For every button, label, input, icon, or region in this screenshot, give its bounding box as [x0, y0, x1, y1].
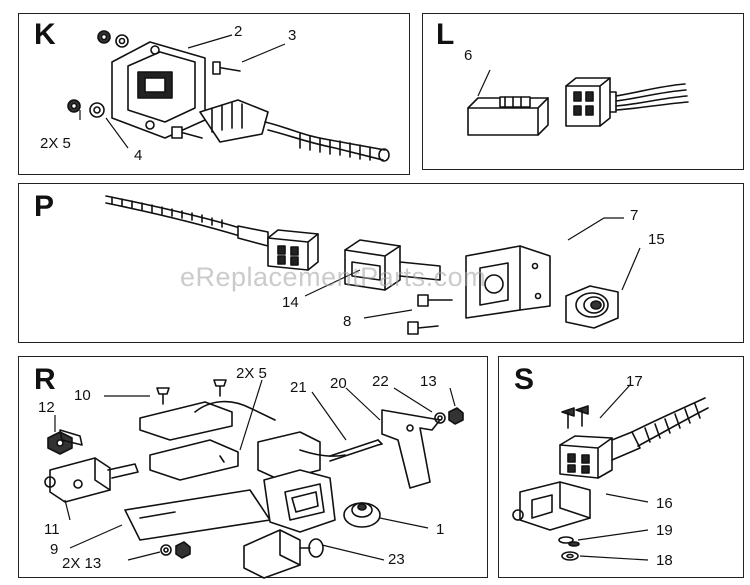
- panel-k-label: K: [34, 18, 56, 51]
- s-screw-pair-17: [561, 405, 589, 429]
- callout-k-2: 2: [234, 23, 243, 40]
- p-connector-male: [267, 229, 319, 271]
- callout-r-2x5: 2X 5: [236, 365, 267, 382]
- callout-s-17: 17: [626, 373, 643, 390]
- callout-k-4: 4: [134, 147, 143, 164]
- k-bolts: [171, 61, 241, 139]
- r-screws-10: [156, 379, 227, 405]
- callout-p-14: 14: [282, 294, 299, 311]
- l-connector-female: [467, 96, 549, 136]
- callout-r-13: 13: [420, 373, 437, 390]
- panel-s: [498, 356, 744, 578]
- callout-r-1: 1: [436, 521, 445, 538]
- k-connector-cable: [199, 99, 390, 162]
- callout-r-23: 23: [388, 551, 405, 568]
- s-holder-16: [512, 481, 591, 531]
- callout-p-8: 8: [343, 313, 352, 330]
- callout-s-16: 16: [656, 495, 673, 512]
- p-grommet-15: [565, 285, 619, 329]
- r-plate-9: [124, 489, 271, 541]
- s-washers-18-19: [558, 536, 580, 561]
- r-switch-23: [243, 529, 324, 579]
- callout-r-9: 9: [50, 541, 59, 558]
- r-nuts-13-22: [434, 407, 464, 425]
- callout-s-18: 18: [656, 552, 673, 569]
- k-fuel-valve-body: [111, 41, 206, 139]
- r-lever-20: [381, 409, 441, 489]
- callout-r-22: 22: [372, 373, 389, 390]
- callout-k-3: 3: [288, 27, 297, 44]
- panel-l-label: L: [436, 18, 455, 51]
- p-connector-female-14: [344, 239, 441, 291]
- callout-k-2x5: 2X 5: [40, 135, 71, 152]
- callout-r-10: 10: [74, 387, 91, 404]
- p-cable: [105, 195, 269, 247]
- panel-s-label: S: [514, 363, 535, 396]
- callout-r-11: 11: [44, 521, 60, 538]
- s-connector-cable: [559, 397, 709, 479]
- callout-s-19: 19: [656, 522, 673, 539]
- panel-r-label: R: [34, 363, 56, 396]
- callout-p-15: 15: [648, 231, 665, 248]
- r-grommet-1: [343, 502, 381, 528]
- r-switch-bracket: [263, 469, 336, 533]
- leader-lines: [54, 34, 649, 561]
- callout-r-12: 12: [38, 399, 55, 416]
- callout-r-2x13: 2X 13: [62, 555, 102, 572]
- p-bracket-7: [465, 245, 551, 319]
- r-nut-12: [47, 429, 83, 455]
- r-brackets: [139, 400, 346, 481]
- callout-r-21: 21: [290, 379, 307, 396]
- k-nuts-washers: [67, 30, 129, 118]
- l-connector-male: [565, 77, 689, 127]
- callout-r-20: 20: [330, 375, 347, 392]
- panel-p-label: P: [34, 190, 55, 223]
- callout-l-6: 6: [464, 47, 473, 64]
- p-bolts-8: [407, 294, 453, 335]
- callout-p-7: 7: [630, 207, 639, 224]
- r-clip-11: [44, 457, 139, 503]
- r-nuts-2x13: [160, 541, 191, 559]
- watermark: eReplacementParts.com: [180, 262, 487, 292]
- r-shaft-21: [329, 439, 383, 462]
